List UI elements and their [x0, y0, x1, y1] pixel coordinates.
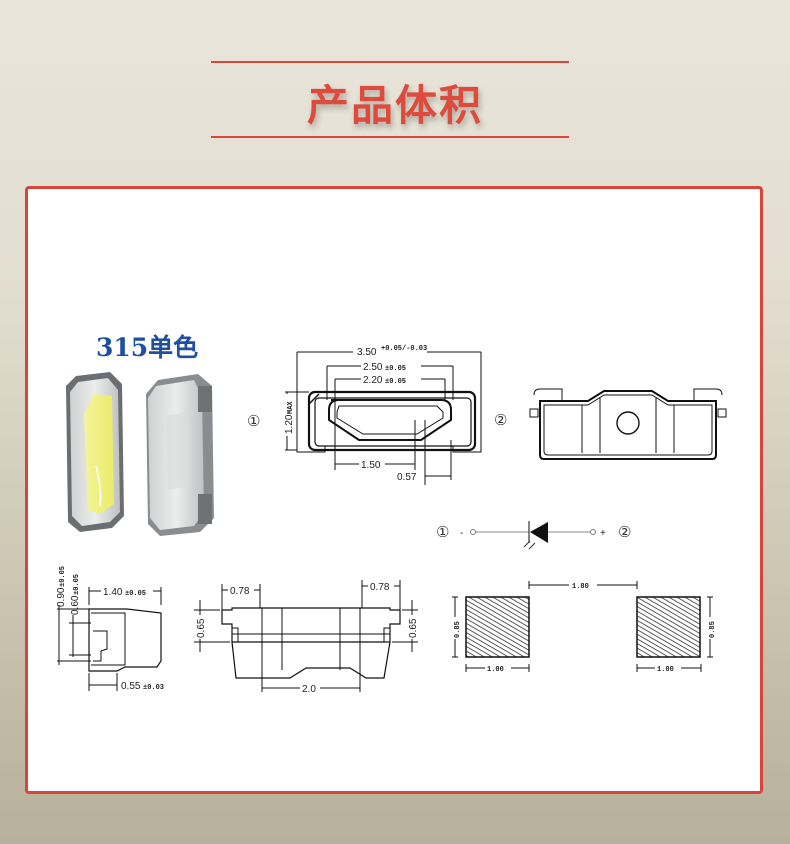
dim-060-tol: ±0.05 — [73, 574, 81, 595]
dim-left-height: 0.65 — [196, 618, 207, 638]
pin1-marker: ① — [247, 412, 260, 430]
circuit-plus: + — [600, 528, 606, 539]
dim-right-height: 0.65 — [408, 618, 419, 638]
dim-left-tab: 0.78 — [230, 586, 250, 597]
dim-overall-tol: +0.05/-0.03 — [381, 345, 427, 353]
dim-057: 0.57 — [397, 472, 417, 483]
diode-triangle-icon — [530, 522, 548, 543]
dim-inner-tol: ±0.05 — [385, 365, 406, 373]
diode-circuit-symbol: ① - + ② — [436, 521, 631, 550]
light-emission-icon — [523, 540, 536, 550]
front-view-drawing: 0.78 0.78 0.65 0.65 2.0 — [194, 580, 419, 695]
pad-left — [465, 596, 530, 658]
top-view-drawing: ① 3.50 +0.05/-0.03 2.50 ±0.05 2.20 ±0.05… — [247, 345, 482, 485]
dim-055-tol: ±0.03 — [143, 684, 164, 692]
dim-side-width: 1.40 — [103, 587, 123, 598]
title-bottom-rule — [211, 136, 569, 138]
bottom-view-drawing — [529, 388, 727, 460]
product-label: 315单色 — [96, 333, 199, 362]
dim-055: 0.55 — [121, 681, 141, 692]
circuit-minus: - — [460, 528, 463, 539]
circuit-pin2: ② — [618, 523, 631, 541]
dim-pad-gap: 1.80 — [572, 583, 589, 591]
dim-090-tol: ±0.05 — [59, 566, 67, 587]
dim-emitter-length: 2.20 — [363, 375, 383, 386]
dim-height-tol: MAX — [287, 401, 295, 414]
dim-150: 1.50 — [361, 460, 381, 471]
dim-pad-height-right: 0.85 — [709, 621, 717, 638]
dim-060: 0.60 — [70, 595, 81, 615]
dim-right-tab: 0.78 — [370, 582, 390, 593]
side-view-drawing: 1.40 ±0.05 0.90 ±0.05 0.60 ±0.05 0.55 ±0… — [56, 566, 164, 692]
dim-pad-width-left: 1.00 — [487, 666, 504, 674]
dim-emitter-tol: ±0.05 — [385, 378, 406, 386]
circuit-pin1: ① — [436, 523, 449, 541]
dim-pad-width-right: 1.00 — [657, 666, 674, 674]
pad-right — [636, 596, 701, 658]
led-photo — [66, 372, 214, 536]
dim-side-width-tol: ±0.05 — [125, 590, 146, 598]
title-top-rule — [211, 61, 569, 63]
dim-bottom-width: 2.0 — [302, 684, 316, 695]
dim-090: 0.90 — [56, 587, 67, 607]
dim-inner-length: 2.50 — [363, 362, 383, 373]
led-back — [146, 374, 214, 536]
dim-overall-length: 3.50 — [357, 347, 377, 358]
dim-pad-height-left: 0.85 — [454, 621, 462, 638]
pin2-top-marker: ② — [494, 411, 508, 429]
pad-layout-drawing: 1.80 1.00 1.00 0.85 0.85 — [451, 579, 717, 674]
page-title: 产品体积 — [306, 81, 483, 130]
dim-height: 1.20 — [284, 414, 295, 434]
led-front — [66, 372, 124, 532]
